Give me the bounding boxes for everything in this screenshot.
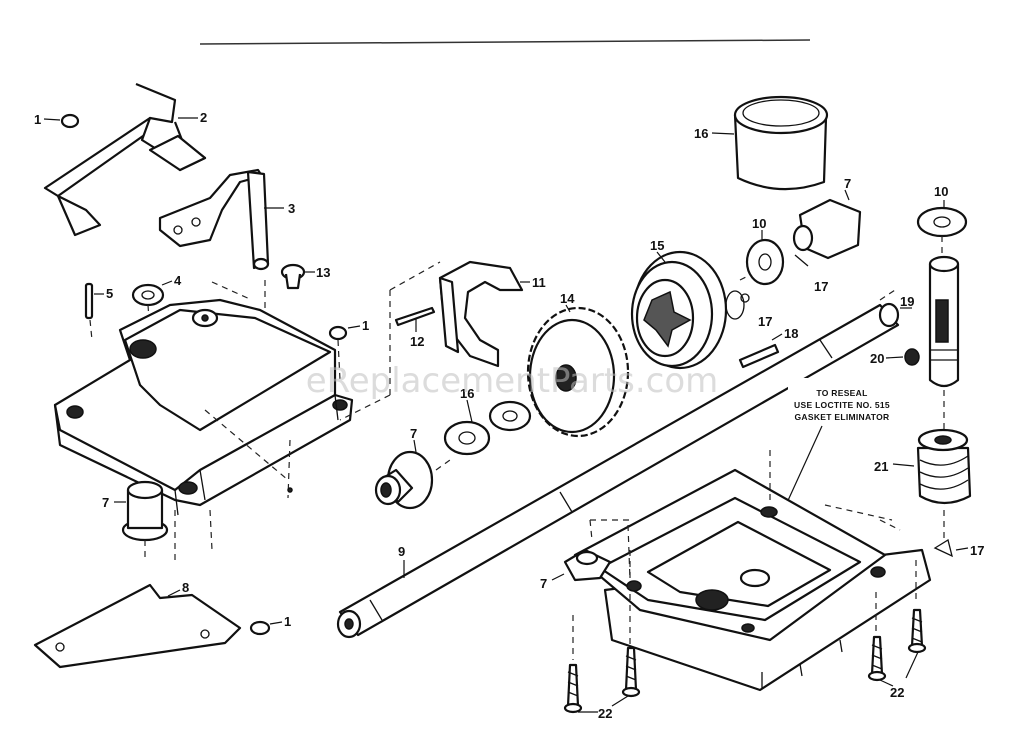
washer-part [916, 200, 968, 256]
callout-9: 9 [398, 544, 405, 559]
plug-part [280, 263, 315, 290]
nut-part [328, 325, 361, 381]
shaft-key-part [738, 333, 783, 369]
main-shaft-part [336, 289, 900, 639]
worm-gear-part [892, 428, 972, 540]
note-line-1: TO RESEAL [816, 388, 867, 398]
retaining-clip-part [933, 538, 969, 558]
shift-lever-part [158, 168, 284, 271]
service-note: TO RESEAL USE LOCTITE NO. 515 GASKET ELI… [779, 378, 896, 519]
spur-gear-part [526, 304, 630, 438]
callout-2: 2 [200, 110, 207, 125]
callout-16: 16 [460, 386, 474, 401]
callout-3: 3 [288, 201, 295, 216]
vertical-shaft-part [900, 255, 960, 430]
nut-part [43, 113, 80, 129]
note-line-3: GASKET ELIMINATOR [795, 412, 890, 422]
callout-5: 5 [106, 286, 113, 301]
callout-8: 8 [182, 580, 189, 595]
callout-1: 1 [284, 614, 291, 629]
callout-17: 17 [970, 543, 984, 558]
top-border-line [199, 39, 811, 45]
callout-1: 1 [362, 318, 369, 333]
callout-7: 7 [844, 176, 851, 191]
callout-10: 10 [934, 184, 948, 199]
callout-7: 7 [540, 576, 547, 591]
callout-7: 7 [102, 495, 109, 510]
callout-20: 20 [870, 351, 884, 366]
watermark-text: eReplacementParts.com [306, 361, 719, 401]
callout-11: 11 [532, 275, 546, 290]
gasket-plate-part [33, 583, 242, 669]
thrust-washers [443, 399, 532, 456]
bushing-part [114, 480, 169, 560]
callout-22: 22 [598, 706, 612, 721]
callout-labels: 1 2 3 4 5 13 1 7 8 1 12 11 7 16 14 15 16… [34, 110, 984, 721]
clutch-pulley-part [630, 250, 781, 370]
callout-21: 21 [874, 459, 888, 474]
roll-pin-part [885, 348, 920, 366]
callout-10: 10 [752, 216, 766, 231]
callout-15: 15 [650, 238, 664, 253]
pin-and-washer [84, 280, 173, 341]
callout-13: 13 [316, 265, 330, 280]
key-and-shift-fork [339, 260, 530, 421]
callout-1: 1 [34, 112, 41, 127]
cup-seal-part [711, 95, 829, 191]
callout-16: 16 [694, 126, 708, 141]
washer-and-bushing [740, 189, 862, 303]
nut-part [249, 620, 283, 636]
bushing-part [551, 519, 632, 582]
callout-4: 4 [174, 273, 182, 288]
screw-part [563, 550, 927, 714]
bushing-part [374, 439, 451, 510]
callout-17: 17 [758, 314, 772, 329]
note-line-2: USE LOCTITE NO. 515 [794, 400, 890, 410]
bracket-part [43, 82, 207, 237]
callout-7: 7 [410, 426, 417, 441]
callout-22: 22 [890, 685, 904, 700]
upper-gear-housing [53, 280, 354, 560]
callout-12: 12 [410, 334, 424, 349]
callout-14: 14 [560, 291, 575, 306]
callout-18: 18 [784, 326, 798, 341]
lower-gear-housing [573, 450, 932, 692]
callout-19: 19 [900, 294, 914, 309]
callout-17: 17 [814, 279, 828, 294]
